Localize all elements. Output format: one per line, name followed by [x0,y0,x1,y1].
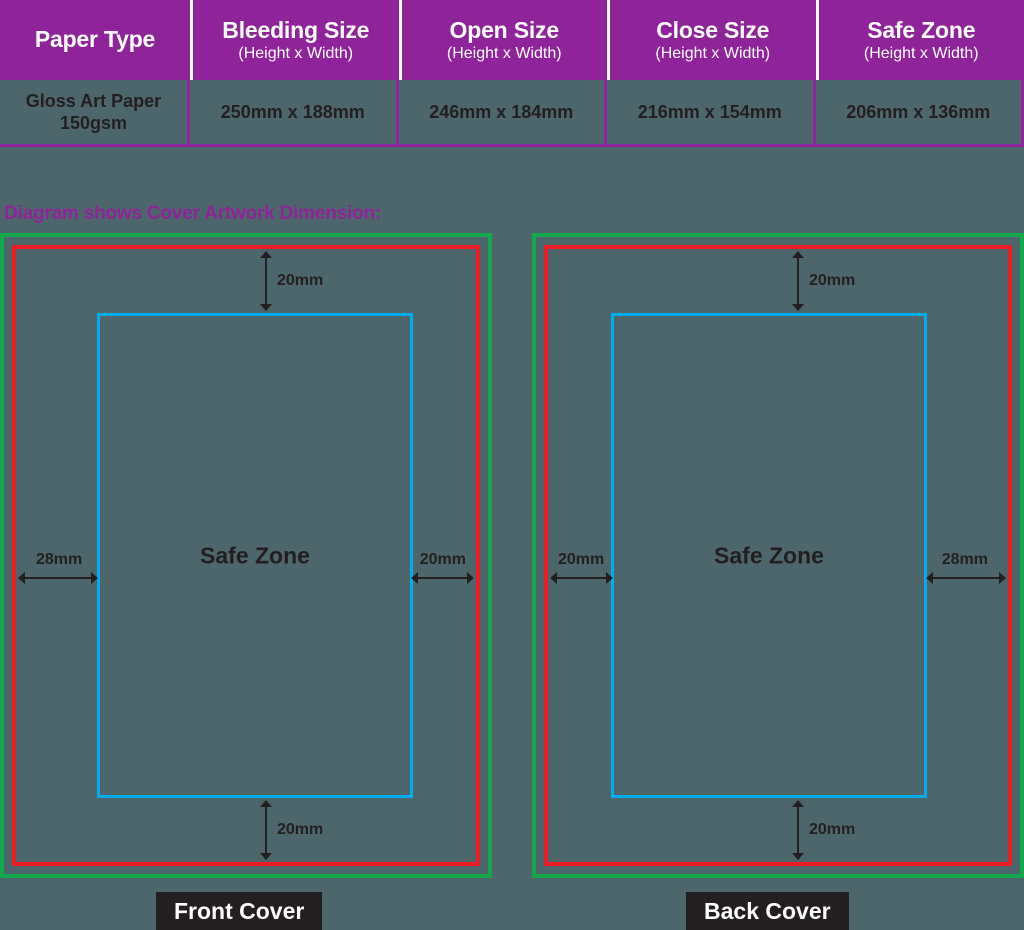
front-cover-trim-border: Safe Zone 20mm 20mm 28mm [12,245,480,866]
front-cover-safe-zone-box: Safe Zone [97,313,413,798]
spec-header-title: Paper Type [34,26,156,53]
arrowhead-right-icon [999,572,1006,584]
spec-header-subtitle: (Height x Width) [863,45,979,63]
arrowhead-down-icon [792,304,804,311]
dimension-line [265,254,267,308]
back-cover-safe-zone-label: Safe Zone [714,542,824,568]
back-cover-top-dimension-label: 20mm [809,272,856,289]
front-cover-bottom-dimension-label: 20mm [277,821,324,838]
dimension-line [929,577,1003,579]
arrowhead-down-icon [260,304,272,311]
spec-header-title: Open Size [449,16,560,43]
spec-header-subtitle: (Height x Width) [446,45,562,63]
spec-header-safe-zone: Safe Zone (Height x Width) [815,0,1024,80]
spec-header-close-size: Close Size (Height x Width) [607,0,816,80]
arrowhead-right-icon [91,572,98,584]
front-cover-top-dimension-arrow [259,251,273,311]
back-cover-trim-border: Safe Zone 20mm 20mm 20mm [544,245,1012,866]
arrowhead-right-icon [467,572,474,584]
back-cover-safe-zone-box: Safe Zone [611,313,927,798]
spec-value-open-size: 246mm x 184mm [395,80,605,144]
spec-value-close-size: 216mm x 154mm [604,80,813,144]
spec-value-text: 216mm x 154mm [637,101,782,122]
back-cover-bottom-dimension-arrow [791,800,805,860]
arrowhead-down-icon [792,853,804,860]
arrowhead-left-icon [411,572,418,584]
spec-header-bleeding-size: Bleeding Size (Height x Width) [190,0,399,80]
arrowhead-right-icon [606,572,613,584]
spec-value-bleeding-size: 250mm x 188mm [187,80,396,144]
front-cover-badge: Front Cover [156,892,323,930]
dimension-line [553,577,610,579]
back-cover-right-dimension-label: 28mm [941,551,988,568]
back-cover-left-dimension-arrow [550,571,613,585]
arrowhead-up-icon [792,251,804,258]
dimension-line [797,803,799,857]
dimension-line [265,803,267,857]
spec-value-text: 250mm x 188mm [220,101,365,122]
back-cover-top-dimension-arrow [791,251,805,311]
back-cover-bottom-dimension-label: 20mm [809,821,856,838]
arrowhead-left-icon [18,572,25,584]
arrowhead-up-icon [792,800,804,807]
spec-value-paper-type: Gloss Art Paper 150gsm [0,80,190,144]
arrowhead-left-icon [550,572,557,584]
front-cover-left-dimension-label: 28mm [36,551,83,568]
dimension-line [414,577,471,579]
spec-header-subtitle: (Height x Width) [238,45,354,63]
front-cover-top-dimension-label: 20mm [277,272,324,289]
spec-value-safe-zone: 206mm x 136mm [812,80,1024,144]
dimension-line [21,577,95,579]
spec-value-text: 246mm x 184mm [429,101,574,122]
arrowhead-up-icon [260,800,272,807]
spec-value-text: Gloss Art Paper 150gsm [25,90,162,134]
spec-value-text: 206mm x 136mm [846,101,991,122]
front-cover-right-dimension-label: 20mm [419,551,466,568]
arrowhead-left-icon [926,572,933,584]
front-cover-right-dimension-arrow [411,571,474,585]
spec-header-title: Close Size [656,16,770,43]
cover-diagrams: Safe Zone 20mm 20mm 28mm [0,233,1024,878]
arrowhead-up-icon [260,251,272,258]
spec-table-header-row: Paper Type Bleeding Size (Height x Width… [0,0,1024,80]
back-cover-left-dimension-label: 20mm [558,551,605,568]
front-cover-diagram: Safe Zone 20mm 20mm 28mm [0,233,492,878]
front-cover-bottom-dimension-arrow [259,800,273,860]
spec-header-title: Bleeding Size [222,16,370,43]
spec-table-value-row: Gloss Art Paper 150gsm 250mm x 188mm 246… [0,80,1024,147]
spec-header-open-size: Open Size (Height x Width) [398,0,608,80]
arrowhead-down-icon [260,853,272,860]
spec-header-paper-type: Paper Type [0,0,190,80]
specification-table: Paper Type Bleeding Size (Height x Width… [0,0,1024,147]
spec-header-subtitle: (Height x Width) [655,45,771,63]
back-cover-badge: Back Cover [686,892,849,930]
front-cover-left-dimension-arrow [18,571,98,585]
front-cover-safe-zone-label: Safe Zone [200,542,310,568]
spec-header-title: Safe Zone [867,16,976,43]
back-cover-diagram: Safe Zone 20mm 20mm 20mm [532,233,1024,878]
back-cover-right-dimension-arrow [926,571,1006,585]
diagram-heading: Diagram shows Cover Artwork Dimension: [4,203,382,224]
dimension-line [797,254,799,308]
